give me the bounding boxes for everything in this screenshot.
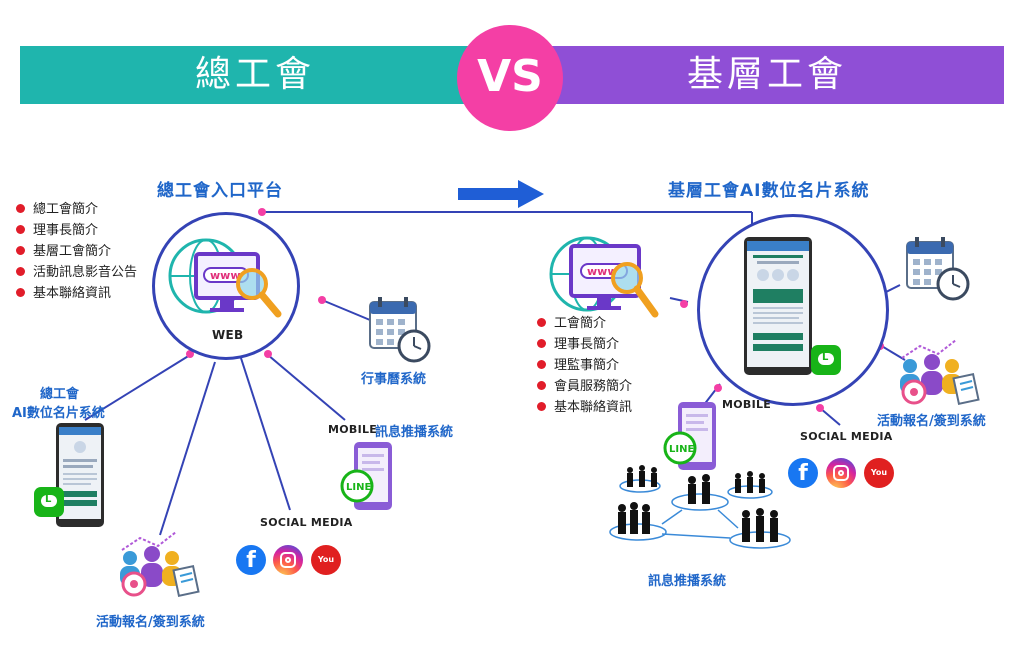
list-item: 活動訊息影音公告 xyxy=(16,262,137,283)
phone-screen xyxy=(59,427,101,519)
left-banner-title: 總工會 xyxy=(194,54,315,95)
list-item: 基層工會簡介 xyxy=(16,241,137,262)
bullet-dot xyxy=(16,288,25,297)
right-social-label: SOCIAL MEDIA xyxy=(800,430,893,443)
youtube-icon[interactable]: You xyxy=(864,458,894,488)
list-item: 理事長簡介 xyxy=(16,220,137,241)
list-item: 總工會簡介 xyxy=(16,199,137,220)
svg-text:LINE: LINE xyxy=(669,444,694,455)
right-heading: 基層工會AI數位名片系統 xyxy=(668,181,870,201)
facebook-icon[interactable]: f xyxy=(236,545,266,575)
instagram-icon[interactable] xyxy=(273,545,303,575)
right-push-label: 訊息推播系統 xyxy=(648,574,727,589)
right-banner: 基層工會 xyxy=(530,46,1004,104)
list-item-label: 總工會簡介 xyxy=(33,202,99,217)
phone-screen-content xyxy=(59,427,101,506)
smartphone-icon xyxy=(56,423,104,527)
bullet-dot xyxy=(537,339,546,348)
web-label: WEB xyxy=(212,328,244,342)
www-monitor-magnifier-icon: www xyxy=(168,238,282,318)
instagram-icon[interactable] xyxy=(826,458,856,488)
svg-text:LINE: LINE xyxy=(346,482,371,493)
right-arrow-icon xyxy=(458,180,544,208)
left-heading: 總工會入口平台 xyxy=(157,181,283,201)
people-target-checklist-icon xyxy=(900,339,980,405)
business-people-network-icon xyxy=(609,465,791,549)
calendar-clock-icon xyxy=(369,297,431,363)
smartphone-icon xyxy=(744,237,812,375)
bullet-dot xyxy=(16,246,25,255)
line-app-icon xyxy=(811,345,841,375)
list-item-label: 基本聯絡資訊 xyxy=(33,286,112,301)
calendar-label: 行事曆系統 xyxy=(361,372,427,387)
left-push-label: 訊息推播系統 xyxy=(375,425,454,440)
right-mobile-label: MOBILE xyxy=(722,398,772,411)
left-spokes xyxy=(84,299,371,536)
line-phone-icon: LINE xyxy=(663,402,716,470)
right-banner-title: 基層工會 xyxy=(686,54,847,95)
bullet-dot xyxy=(537,360,546,369)
list-item-label: 會員服務簡介 xyxy=(554,379,633,394)
list-item-label: 活動訊息影音公告 xyxy=(33,265,138,280)
list-item: 理事長簡介 xyxy=(537,334,632,355)
right-bullet-list: 工會簡介 理事長簡介 理監事簡介 會員服務簡介 基本聯絡資訊 xyxy=(537,313,632,418)
bullet-dot xyxy=(16,204,25,213)
ai-card-label-line2: AI數位名片系統 xyxy=(12,406,105,421)
facebook-icon[interactable]: f xyxy=(788,458,818,488)
phone-screen-content xyxy=(747,241,809,351)
list-item: 基本聯絡資訊 xyxy=(537,397,632,418)
bullet-dot xyxy=(537,402,546,411)
list-item: 會員服務簡介 xyxy=(537,376,632,397)
people-target-checklist-icon xyxy=(120,531,200,597)
ai-card-label-line1: 總工會 xyxy=(40,387,80,402)
list-item: 工會簡介 xyxy=(537,313,632,334)
line-phone-icon: LINE xyxy=(340,442,392,510)
phone-screen xyxy=(747,241,809,367)
right-event-label: 活動報名/簽到系統 xyxy=(877,414,986,429)
list-item-label: 理監事簡介 xyxy=(554,358,620,373)
vs-badge: VS xyxy=(457,25,563,131)
left-mobile-label: MOBILE xyxy=(328,423,378,436)
list-item-label: 基層工會簡介 xyxy=(33,244,112,259)
list-item: 理監事簡介 xyxy=(537,355,632,376)
list-item-label: 理事長簡介 xyxy=(554,337,620,352)
svg-text:www: www xyxy=(210,269,241,282)
left-event-label: 活動報名/簽到系統 xyxy=(96,615,205,630)
youtube-icon[interactable]: You xyxy=(311,545,341,575)
line-app-icon xyxy=(34,487,64,517)
bullet-dot xyxy=(537,381,546,390)
bullet-dot xyxy=(16,225,25,234)
list-item-label: 理事長簡介 xyxy=(33,223,99,238)
left-bullet-list: 總工會簡介 理事長簡介 基層工會簡介 活動訊息影音公告 基本聯絡資訊 xyxy=(16,199,137,304)
calendar-clock-icon xyxy=(906,237,970,301)
list-item: 基本聯絡資訊 xyxy=(16,283,137,304)
svg-text:www: www xyxy=(587,265,618,278)
list-item-label: 基本聯絡資訊 xyxy=(554,400,633,415)
left-social-label: SOCIAL MEDIA xyxy=(260,516,353,529)
left-banner: 總工會 xyxy=(20,46,490,104)
bullet-dot xyxy=(537,318,546,327)
www-monitor-magnifier-icon: www xyxy=(549,236,659,318)
bullet-dot xyxy=(16,267,25,276)
list-item-label: 工會簡介 xyxy=(554,316,607,331)
